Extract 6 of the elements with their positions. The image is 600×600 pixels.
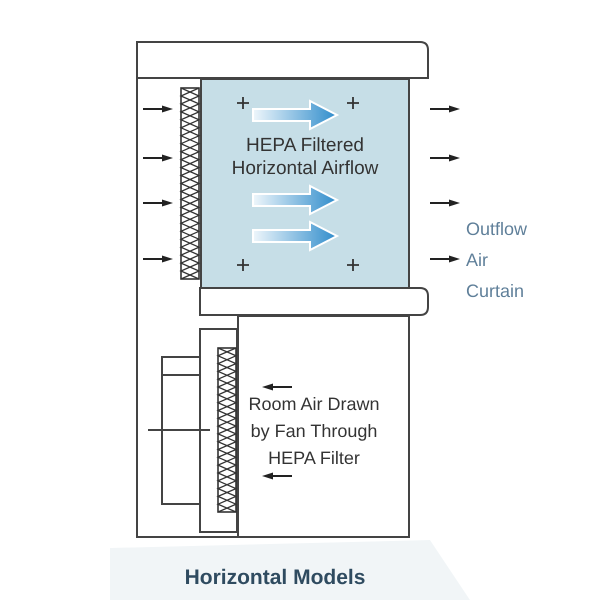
work-chamber: [200, 78, 410, 289]
area-label: Room Air Drawn by Fan Through HEPA Filter: [248, 394, 380, 468]
intake-chamber: [237, 315, 410, 538]
area-label: HEPA Filtered Horizontal Airflow: [232, 135, 378, 179]
caption: Horizontal Models: [184, 566, 366, 589]
callout-label: Outflow Air Curtain: [466, 219, 528, 301]
